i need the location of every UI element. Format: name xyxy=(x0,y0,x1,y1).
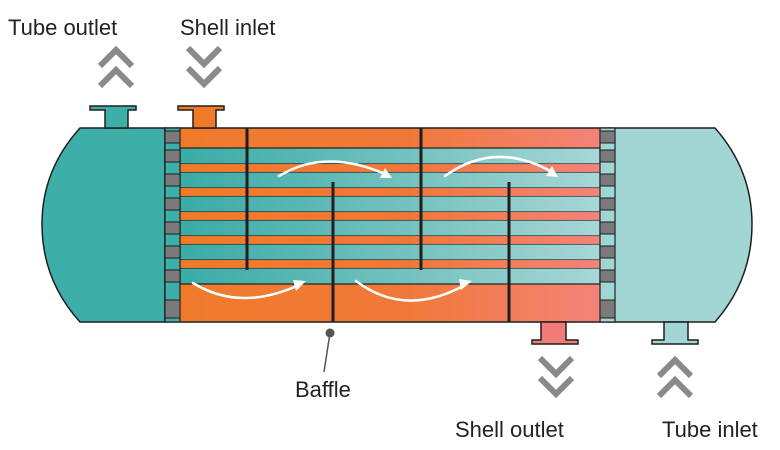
shell-flow-arrows xyxy=(191,155,558,302)
shell-outlet-nozzle xyxy=(531,321,579,345)
shell-inlet-down-chevrons-icon xyxy=(185,45,223,89)
flow-arrow xyxy=(277,160,387,178)
tube xyxy=(179,219,601,237)
flow-arrow-head xyxy=(380,168,392,178)
flow-arrow-head xyxy=(459,279,472,290)
baffles xyxy=(245,128,511,322)
flow-arrow xyxy=(191,281,301,300)
flow-arrow xyxy=(443,155,554,178)
shell-inlet-nozzle xyxy=(177,105,225,129)
flow-arrow xyxy=(354,279,467,302)
baffle-pointer xyxy=(323,328,335,373)
tube-inlet-label: Tube inlet xyxy=(662,417,758,442)
tube-outlet-up-chevrons-icon xyxy=(97,45,135,89)
left-head xyxy=(41,127,166,323)
left-tube-sheet xyxy=(164,127,181,323)
tube-outlet-nozzle xyxy=(89,105,137,129)
right-head xyxy=(609,127,753,323)
shell-passages xyxy=(180,164,600,268)
tube xyxy=(179,195,601,213)
shell-outlet-label: Shell outlet xyxy=(455,417,564,442)
baffle-label: Baffle xyxy=(295,377,351,402)
tube xyxy=(179,171,601,189)
tube-inlet-nozzle xyxy=(651,321,699,345)
tube-inlet-up-chevrons-icon xyxy=(656,355,694,399)
flow-arrow-head xyxy=(293,280,306,291)
tube-outlet-label: Tube outlet xyxy=(8,15,117,40)
tube xyxy=(179,147,601,165)
tube xyxy=(179,267,601,285)
flow-arrow-head xyxy=(546,166,558,177)
shell-outlet-down-chevrons-icon xyxy=(537,355,575,399)
shell-inlet-label: Shell inlet xyxy=(180,15,275,40)
right-tube-sheet xyxy=(599,127,616,323)
tube xyxy=(179,243,601,261)
